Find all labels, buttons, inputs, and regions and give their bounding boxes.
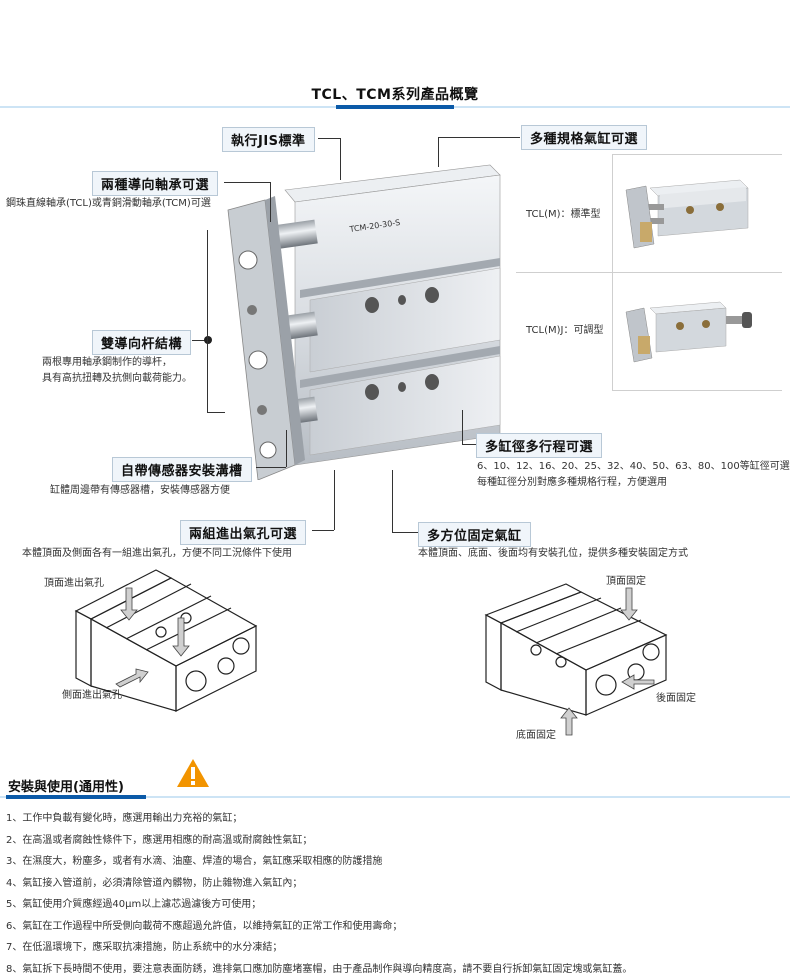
model-adjustable-label: TCL(M)J：可調型 xyxy=(526,323,603,338)
panel-mid-rule xyxy=(516,272,782,273)
leader-stroke-v xyxy=(462,410,463,444)
model-adjustable-image xyxy=(620,296,760,366)
guide-rod-desc-2: 具有高抗扭轉及抗側向載荷能力。 xyxy=(42,371,192,386)
mounting-diagram xyxy=(476,580,676,740)
list-item: 4、氣缸接入管道前，必須清除管道內髒物，防止雜物進入氣缸內； xyxy=(6,873,632,895)
list-item: 3、在濕度大，粉塵多，或者有水滴、油塵、焊渣的場合，氣缸應采取相應的防護措施 xyxy=(6,851,632,873)
list-item: 5、氣缸使用介質應經過40μm以上濾芯過濾後方可使用； xyxy=(6,894,632,916)
tag-jis: 執行JIS標準 xyxy=(222,127,315,152)
air-port-diagram xyxy=(66,566,266,716)
leader-stroke xyxy=(462,444,476,445)
leader-multispec xyxy=(438,137,520,138)
list-item: 2、在高溫或者腐蝕性條件下，應選用相應的耐高溫或耐腐蝕性氣缸； xyxy=(6,830,632,852)
page-title: TCL、TCM系列產品概覽 xyxy=(0,84,790,104)
guide-rod-desc-1: 兩根專用軸承鋼制作的導杆， xyxy=(42,355,172,370)
model-standard-image xyxy=(620,176,760,256)
leader-sensor-v xyxy=(286,430,287,467)
leader-plate-h xyxy=(207,412,225,413)
tag-mounting: 多方位固定氣缸 xyxy=(418,522,531,547)
leader-sensor xyxy=(256,467,286,468)
warning-triangle-icon xyxy=(176,758,210,788)
tag-air-port: 兩組進出氣孔可選 xyxy=(180,520,306,545)
install-list: 1、工作中負載有變化時，應選用輸出力充裕的氣缸； 2、在高溫或者腐蝕性條件下，應… xyxy=(6,808,632,980)
leader-mount-v xyxy=(392,470,393,532)
cylinder-product-image: TCM-20-30-S xyxy=(200,150,520,480)
mounting-desc: 本體頂面、底面、後面均有安裝孔位，提供多種安裝固定方式 xyxy=(418,546,688,561)
install-section-title: 安裝與使用(通用性) xyxy=(8,776,124,795)
stroke-desc-1: 6、10、12、16、20、25、32、40、50、63、80、100等缸徑可選 xyxy=(477,459,790,474)
install-underline xyxy=(6,795,146,799)
leader-bearing-v xyxy=(270,182,271,222)
panel-top-rule xyxy=(612,154,782,155)
tag-stroke: 多缸徑多行程可選 xyxy=(476,433,602,458)
bearing-desc: 鋼珠直線軸承(TCL)或青銅滑動軸承(TCM)可選 xyxy=(6,196,211,211)
leader-bearing xyxy=(224,182,270,183)
tag-multi-spec: 多種規格氣缸可選 xyxy=(521,125,647,150)
tag-bearing: 兩種導向軸承可選 xyxy=(92,171,218,196)
leader-airport-v xyxy=(334,470,335,530)
tag-guide-rod: 雙導向杆結構 xyxy=(92,330,191,355)
model-standard-label: TCL(M)：標準型 xyxy=(526,207,601,222)
title-underline xyxy=(336,105,454,109)
leader-multispec-v xyxy=(438,137,439,167)
list-item: 6、氣缸在工作過程中所受側向載荷不應超過允許值，以維持氣缸的正常工作和使用壽命； xyxy=(6,916,632,938)
air-port-desc: 本體頂面及側面各有一組進出氣孔，方便不同工況條件下使用 xyxy=(22,546,292,561)
list-item: 8、氣缸拆下長時間不使用，要注意表面防銹，進排氣口應加防塵堵塞帽，由于產品制作與… xyxy=(6,959,632,980)
list-item: 1、工作中負載有變化時，應選用輸出力充裕的氣缸； xyxy=(6,808,632,830)
leader-dot xyxy=(204,336,212,344)
stroke-desc-2: 每種缸徑分別對應多種規格行程，方便選用 xyxy=(477,475,667,490)
leader-plate-v xyxy=(207,230,208,412)
leader-jis-v xyxy=(340,138,341,180)
tag-sensor: 自帶傳感器安裝溝槽 xyxy=(112,457,252,482)
list-item: 7、在低溫環境下，應采取抗凍措施，防止系統中的水分凍結； xyxy=(6,937,632,959)
panel-bottom-rule xyxy=(612,390,782,391)
sensor-desc: 缸體周邊帶有傳感器槽，安裝傳感器方便 xyxy=(50,483,230,498)
leader-mount-h xyxy=(392,532,418,533)
leader-jis xyxy=(318,138,340,139)
leader-airport-h xyxy=(312,530,334,531)
